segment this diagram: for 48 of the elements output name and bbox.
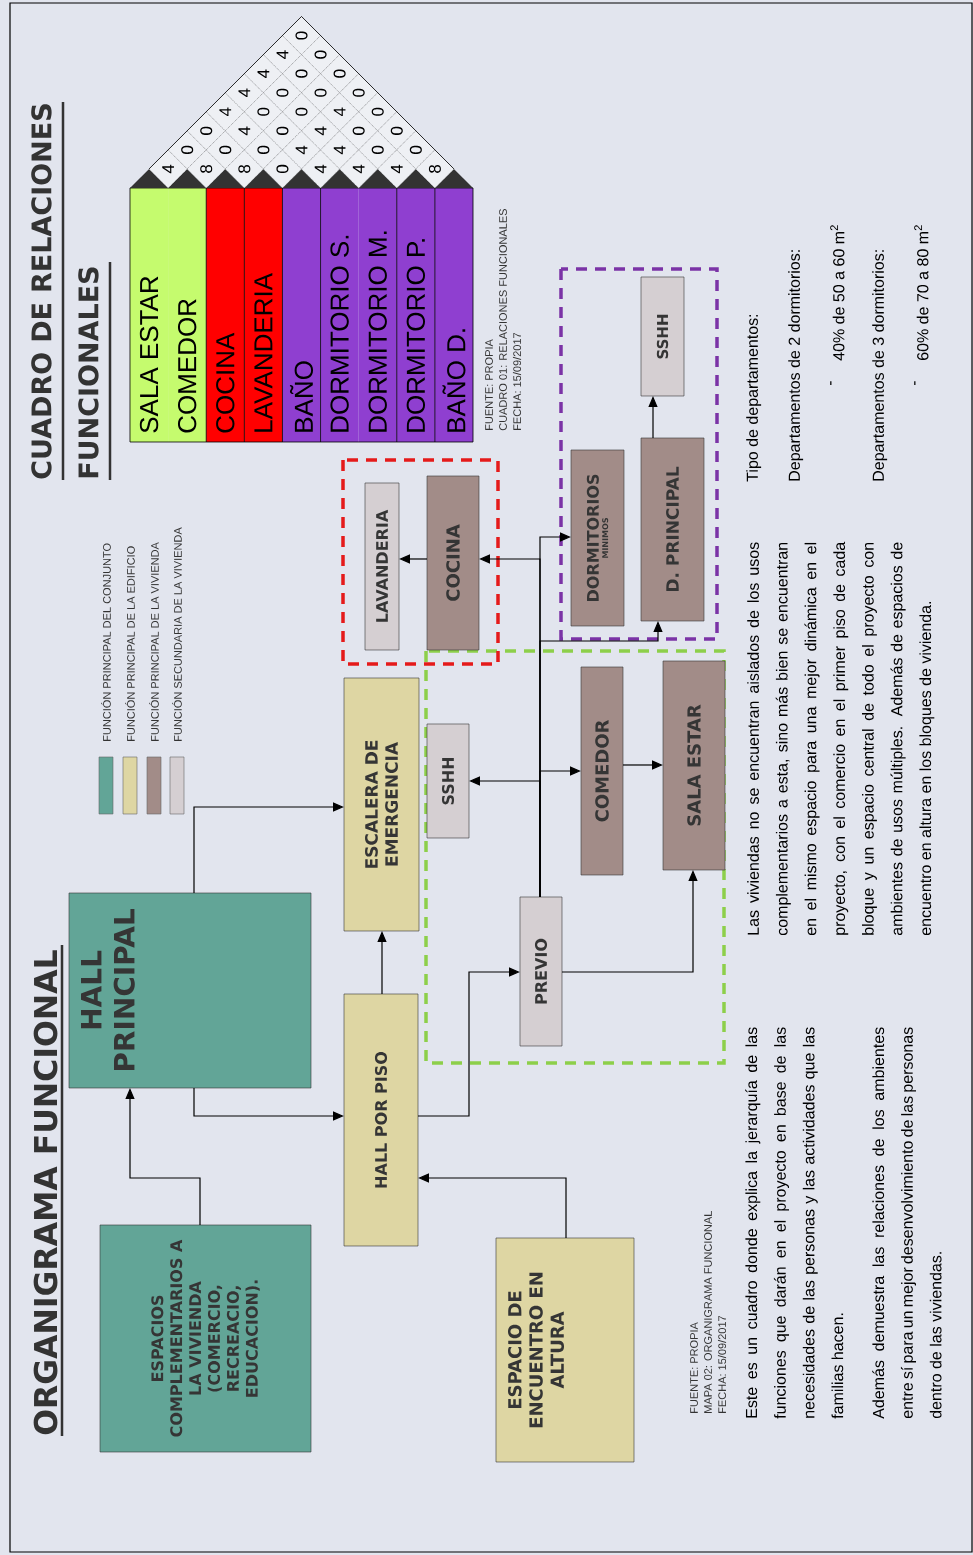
process-box: LAVANDERIA	[364, 482, 400, 651]
source-note: FUENTE: PROPIA	[690, 1322, 698, 1413]
process-box: PREVIO	[519, 896, 563, 1047]
table-cell: DORMITORIO P.	[396, 188, 435, 442]
source-note: FECHA: 15/09/2017	[512, 332, 522, 430]
legend-label: FUNCIÓN PRINCIPAL DEL CONJUNTO	[101, 543, 111, 741]
table-cell: COCINA	[206, 188, 245, 442]
arrow	[193, 802, 344, 894]
arrow	[539, 621, 663, 898]
list-item: Departamentos de 3 dormitorios:	[872, 250, 888, 481]
process-box: COCINA	[426, 475, 480, 651]
table-cell: DORMITORIO S.	[320, 188, 359, 442]
heading: CUADRO DE RELACIONES FUNCIONALES	[31, 102, 112, 480]
process-box: D. PRINCIPAL	[640, 437, 705, 622]
source-note: FECHA: 15/09/2017	[717, 1315, 727, 1413]
list-item: Departamentos de 2 dormitorios:	[788, 250, 804, 481]
table-cell: DORMITORIO M.	[358, 188, 397, 442]
table-cell: COMEDOR	[168, 188, 207, 442]
paragraph: Las viviendas no se encuentran aislados de los usos complementarios a esta, sino más bien se encuentran en el mismo espacio para una mejor dinámica en el proyecto, con el comercio en el primer piso de cada bloque y un espacio central de todo el proyecto con ambientes de usos múltiples. Además de espacios de encuentro en altura en los bloques de vivienda.	[747, 541, 935, 936]
legend-label: FUNCIÓN SECUNDARIA DE LA VIVIENDA	[172, 527, 182, 741]
paragraph: Este es un cuadro donde explica la jerarquía de las funciones que darán en el proyecto en base de las necesidades de las personas y las actividades que las familias hacen.	[745, 1027, 844, 1419]
process-box: SSHH	[426, 723, 470, 839]
process-box: ESPACIO DE ENCUENTRO EN ALTURA	[495, 1237, 635, 1463]
list-heading: Tipo de departamentos:	[746, 314, 762, 482]
legend-label: FUNCIÓN PRINCIPAL DE LA EDIFICIO	[125, 546, 135, 741]
process-box: SALA ESTAR	[662, 660, 726, 871]
list-item: 60% de 70 a 80 m$^{2}$	[914, 225, 929, 360]
process-box: DORMITORIOS MINIMOS	[570, 449, 625, 627]
heading: ORGANIGRAMA FUNCIONAL	[33, 945, 64, 1436]
list-dash: -	[914, 381, 916, 386]
list-dash: -	[830, 381, 832, 386]
process-box: COMEDOR	[580, 666, 624, 876]
table-cell: BAÑO	[282, 188, 321, 442]
source-note: MAPA 02: ORGANIGRAMA FUNCIONAL	[704, 1211, 712, 1413]
arrow	[193, 1087, 344, 1121]
arrow	[648, 396, 658, 439]
table-cell: LAVANDERIA	[244, 188, 283, 442]
process-box: HALL POR PISO	[343, 993, 419, 1247]
source-note: CUADRO 01: RELACIONES FUNCIONALES	[499, 209, 507, 431]
process-box: SSHH	[640, 276, 685, 397]
list-item: 40% de 50 a 60 m$^{2}$	[830, 225, 845, 361]
table-cell: SALA ESTAR	[130, 188, 169, 442]
process-box: ESCALERA DE EMERGENCIA	[343, 677, 420, 932]
process-box: ESPACIOS COMPLEMENTARIOS A LA VIVIENDA (COMERCIO, RECREACIO, EDUCACION).	[99, 1224, 312, 1453]
source-note: FUENTE: PROPIA	[485, 339, 493, 430]
paragraph: Además demuestra las relaciones de los ambientes entre sí para un mejor desenvolvimiento de las personas dentro de las viviendas.	[872, 1027, 942, 1419]
legend-label: FUNCIÓN PRINCIPAL DE LA VIVIENDA	[149, 542, 159, 741]
process-box: HALL PRINCIPAL	[68, 892, 312, 1089]
